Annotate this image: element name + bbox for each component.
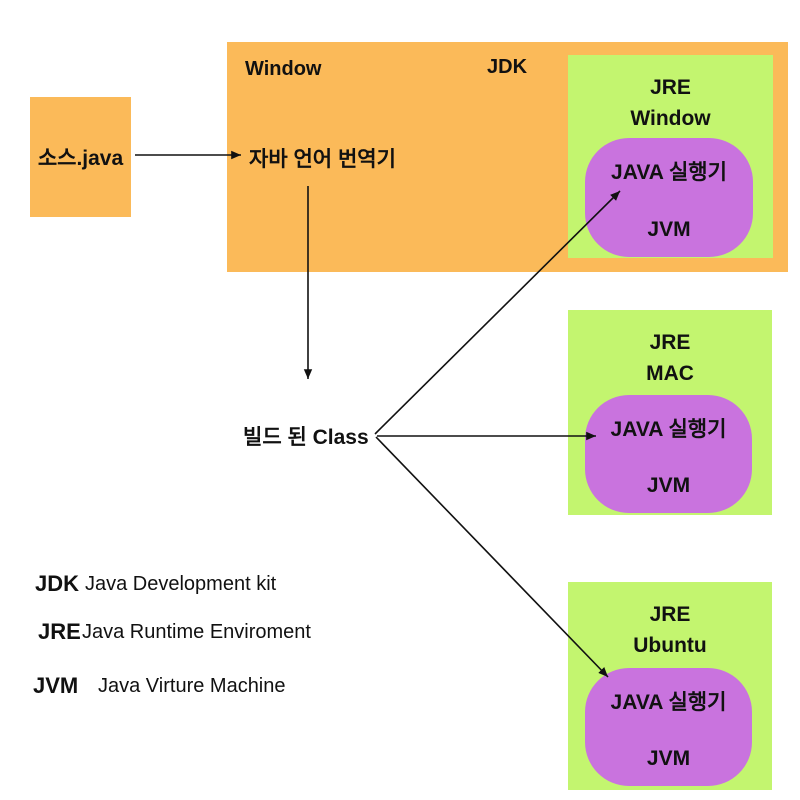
- jvm-window-label: JVM: [647, 218, 691, 241]
- legend-jre-abbr: JRE: [38, 619, 81, 644]
- jre-ubuntu-platform: Ubuntu: [633, 634, 707, 657]
- jre-mac-title: JRE: [649, 331, 691, 354]
- java-runner-ubuntu-label: JAVA 실행기: [610, 691, 727, 714]
- jre-window-platform: Window: [630, 107, 711, 130]
- java-runner-mac-label: JAVA 실행기: [610, 418, 727, 441]
- jdk-platform-label: Window: [245, 58, 322, 80]
- source-java-label: 소스.java: [37, 147, 124, 170]
- jre-mac-box: JRE MAC JAVA 실행기 JVM: [568, 310, 772, 515]
- jvm-mac-label: JVM: [646, 474, 691, 497]
- legend-jvm-meaning: Java Virture Machine: [98, 675, 286, 697]
- source-java-box: 소스.java: [30, 97, 131, 217]
- jvm-ubuntu-box: JAVA 실행기 JVM: [585, 668, 752, 786]
- legend-jre-meaning: Java Runtime Enviroment: [82, 621, 311, 643]
- jre-mac-header: JRE MAC: [568, 310, 772, 389]
- build-class-label: 빌드 된 Class: [243, 426, 369, 449]
- jre-ubuntu-title: JRE: [649, 603, 691, 626]
- jre-ubuntu-box: JRE Ubuntu JAVA 실행기 JVM: [568, 582, 772, 790]
- java-compiler-label: 자바 언어 번역기: [249, 148, 396, 171]
- java-runner-window-label: JAVA 실행기: [611, 161, 727, 184]
- jre-window-header: JRE Window: [568, 55, 773, 134]
- jre-window-box: JRE Window JAVA 실행기 JVM: [568, 55, 773, 258]
- jre-mac-platform: MAC: [646, 362, 694, 385]
- jre-window-title: JRE: [650, 76, 691, 99]
- legend-jvm-abbr: JVM: [33, 673, 79, 698]
- jvm-mac-box: JAVA 실행기 JVM: [585, 395, 752, 513]
- jvm-window-box: JAVA 실행기 JVM: [585, 138, 753, 257]
- legend-jdk-abbr: JDK: [35, 571, 80, 596]
- legend-jdk-meaning: Java Development kit: [85, 573, 277, 595]
- jre-ubuntu-header: JRE Ubuntu: [568, 582, 772, 661]
- jvm-ubuntu-label: JVM: [646, 747, 691, 770]
- jdk-title-label: JDK: [487, 56, 528, 78]
